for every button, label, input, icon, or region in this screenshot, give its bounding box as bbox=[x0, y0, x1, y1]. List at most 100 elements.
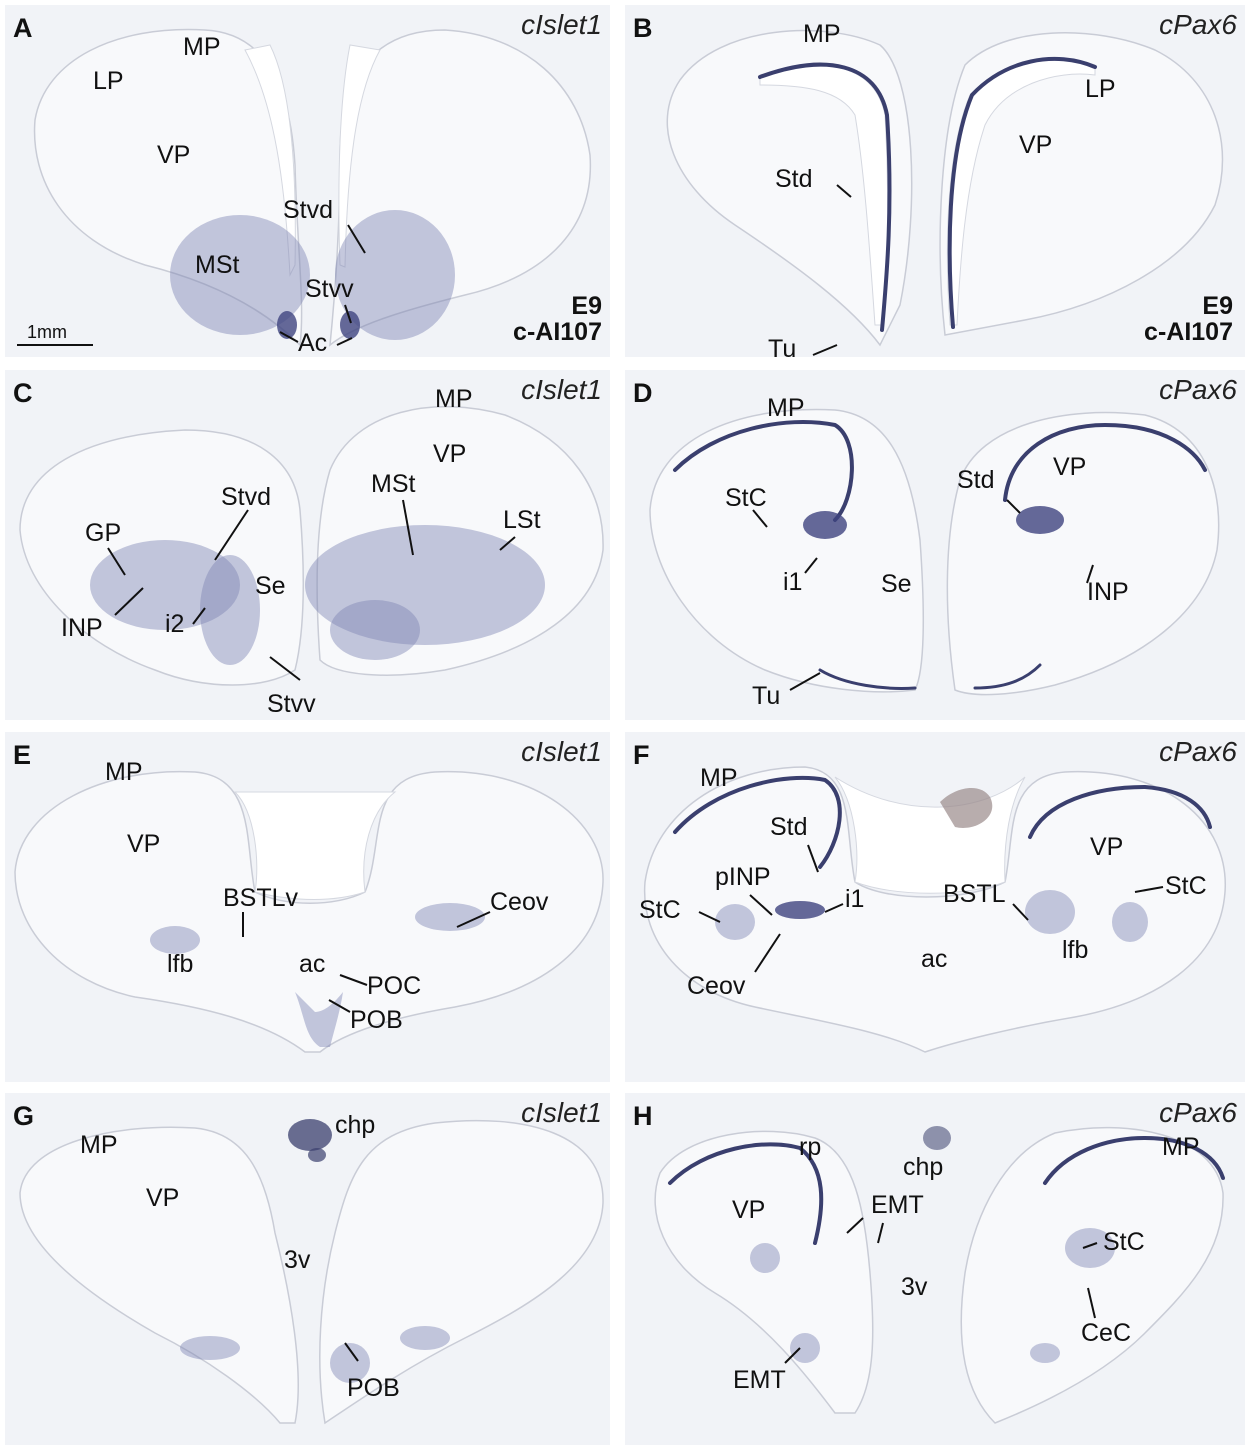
label-se: Se bbox=[881, 570, 912, 598]
label-bstlv: BSTLv bbox=[223, 884, 299, 912]
panel-g: G cIslet1 MP chp VP 3v POB bbox=[5, 1093, 610, 1445]
label-ac: ac bbox=[299, 950, 326, 978]
panel-a-stage: E9 c-AI107 bbox=[513, 293, 602, 346]
panel-g-letter: G bbox=[13, 1101, 35, 1131]
panel-d-letter: D bbox=[633, 378, 653, 408]
panel-c-gene: cIslet1 bbox=[521, 374, 602, 405]
panel-a-letter: A bbox=[13, 13, 33, 43]
label-stc-right: StC bbox=[1165, 872, 1207, 900]
panel-b-letter: B bbox=[633, 13, 653, 43]
label-mp: MP bbox=[183, 33, 221, 61]
label-3v: 3v bbox=[901, 1273, 928, 1301]
label-pinp: pINP bbox=[715, 863, 771, 891]
label-stc-left: StC bbox=[639, 896, 681, 924]
panel-d: D cPax6 MP StC Std VP i1 Se INP Tu bbox=[625, 370, 1245, 720]
label-mp: MP bbox=[700, 764, 738, 792]
label-stvd: Stvd bbox=[221, 483, 272, 511]
label-vp: VP bbox=[157, 141, 191, 169]
panel-c-letter: C bbox=[13, 378, 33, 408]
label-pob: POB bbox=[347, 1374, 400, 1402]
label-emt-top: EMT bbox=[871, 1191, 924, 1219]
stage-label: E9 bbox=[571, 292, 602, 320]
label-std: Std bbox=[775, 165, 813, 193]
label-ceov: Ceov bbox=[490, 888, 549, 916]
panel-a-section bbox=[17, 28, 592, 347]
label-ceov: Ceov bbox=[687, 972, 746, 1000]
label-mp: MP bbox=[105, 758, 143, 786]
panel-b: B cPax6 MP LP VP Std Tu E9 c-AI107 bbox=[625, 5, 1245, 357]
label-vp: VP bbox=[1053, 453, 1087, 481]
label-mp: MP bbox=[435, 385, 473, 413]
label-std: Std bbox=[770, 813, 808, 841]
label-vp: VP bbox=[1019, 131, 1053, 159]
panel-f: F cPax6 MP Std VP pINP i1 BSTL StC StC l… bbox=[625, 732, 1245, 1082]
panel-e-letter: E bbox=[13, 740, 32, 770]
label-lfb: lfb bbox=[1062, 936, 1089, 964]
label-mst: MSt bbox=[195, 251, 240, 279]
label-lst: LSt bbox=[503, 506, 541, 534]
label-mp: MP bbox=[80, 1131, 118, 1159]
panel-h: H cPax6 rp chp MP EMT VP StC 3v CeC EMT bbox=[625, 1093, 1245, 1445]
panel-e: E cIslet1 MP VP BSTLv Ceov lfb ac POC PO… bbox=[5, 732, 610, 1082]
label-pob: POB bbox=[350, 1006, 403, 1034]
label-ac: Ac bbox=[298, 329, 328, 357]
panel-f-letter: F bbox=[633, 740, 650, 770]
label-i1: i1 bbox=[845, 885, 865, 913]
label-tu: Tu bbox=[768, 335, 797, 358]
label-vp: VP bbox=[433, 440, 467, 468]
panel-h-letter: H bbox=[633, 1101, 653, 1131]
label-stvd: Stvd bbox=[283, 196, 334, 224]
panel-c-section bbox=[19, 405, 604, 686]
label-mp: MP bbox=[767, 394, 805, 422]
panel-b-section bbox=[666, 29, 1224, 356]
panel-a-gene: cIslet1 bbox=[521, 9, 602, 40]
line-label: c-AI107 bbox=[1144, 318, 1233, 347]
panel-e-section bbox=[14, 770, 604, 1053]
label-stvv: Stvv bbox=[267, 690, 316, 718]
panel-e-gene: cIslet1 bbox=[521, 736, 602, 767]
panel-g-gene: cIslet1 bbox=[521, 1097, 602, 1128]
label-mp: MP bbox=[1162, 1133, 1200, 1161]
panel-c: C cIslet1 MP VP MSt LSt Stvd GP Se INP i… bbox=[5, 370, 610, 720]
label-gp: GP bbox=[85, 519, 122, 547]
label-emt-bottom: EMT bbox=[733, 1366, 786, 1394]
panel-g-section bbox=[19, 1119, 604, 1425]
label-stc: StC bbox=[725, 484, 767, 512]
panel-f-section bbox=[643, 766, 1226, 1053]
panel-b-stage: E9 c-AI107 bbox=[1144, 293, 1233, 346]
panel-d-section bbox=[649, 408, 1220, 696]
label-vp: VP bbox=[127, 830, 161, 858]
label-se: Se bbox=[255, 572, 286, 600]
label-vp: VP bbox=[732, 1196, 766, 1224]
label-i1: i1 bbox=[783, 568, 803, 596]
label-vp: VP bbox=[1090, 833, 1124, 861]
panel-b-gene: cPax6 bbox=[1159, 9, 1237, 40]
label-chp: chp bbox=[903, 1153, 944, 1181]
scale-bar-label: 1mm bbox=[27, 322, 67, 342]
label-lp: LP bbox=[93, 67, 124, 95]
panel-h-gene: cPax6 bbox=[1159, 1097, 1237, 1128]
label-tu: Tu bbox=[752, 682, 781, 710]
panel-d-gene: cPax6 bbox=[1159, 374, 1237, 405]
panel-h-section bbox=[654, 1126, 1225, 1424]
label-vp: VP bbox=[146, 1184, 180, 1212]
stage-label: E9 bbox=[1202, 292, 1233, 320]
label-std: Std bbox=[957, 466, 995, 494]
panel-f-gene: cPax6 bbox=[1159, 736, 1237, 767]
label-rp: rp bbox=[799, 1133, 822, 1161]
label-inp: INP bbox=[1087, 578, 1129, 606]
label-lfb: lfb bbox=[167, 950, 194, 978]
chp-blob bbox=[288, 1119, 332, 1162]
label-poc: POC bbox=[367, 972, 422, 1000]
panel-a: A cIslet1 MP LP VP Stvd MSt Stvv Ac 1mm … bbox=[5, 5, 610, 357]
label-ac: ac bbox=[921, 945, 948, 973]
label-cec: CeC bbox=[1081, 1319, 1132, 1347]
label-i2: i2 bbox=[165, 610, 185, 638]
label-inp: INP bbox=[61, 614, 103, 642]
label-lp: LP bbox=[1085, 75, 1116, 103]
label-stc: StC bbox=[1103, 1228, 1145, 1256]
label-mp: MP bbox=[803, 20, 841, 48]
label-mst: MSt bbox=[371, 470, 416, 498]
label-bstl: BSTL bbox=[943, 880, 1006, 908]
